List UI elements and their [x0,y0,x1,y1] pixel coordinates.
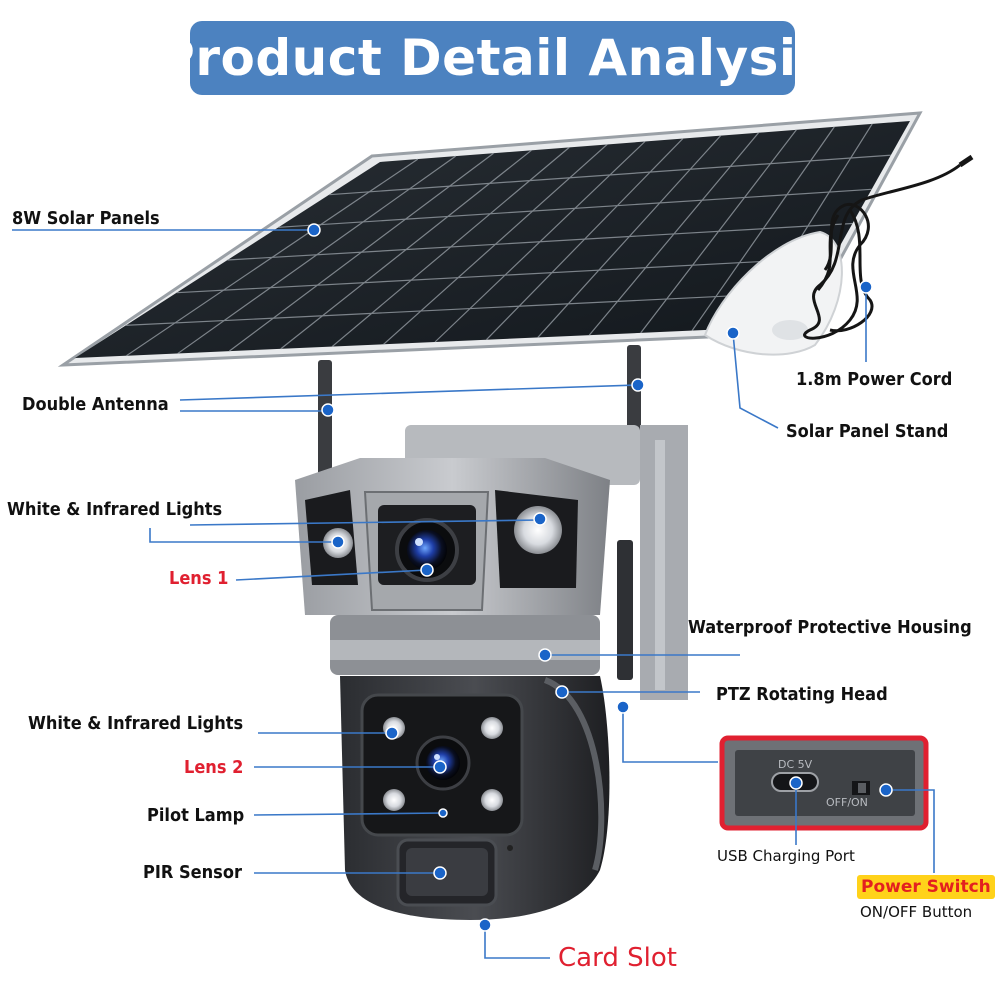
label-onoff-button: ON/OFF Button [860,903,973,921]
label-power-cord: 1.8m Power Cord [796,369,953,390]
label-power-switch: Power Switch [857,875,995,899]
label-lens-1: Lens 1 [169,568,229,589]
label-card-slot: Card Slot [558,943,677,973]
label-usb-port: USB Charging Port [717,847,855,865]
page-title: Product Detail Analysis [158,29,827,87]
label-white-ir-lights-top: White & Infrared Lights [7,499,223,520]
port-inset: DC 5V OFF/ON [719,735,929,831]
solar-panel [57,111,923,367]
port-dc-text: DC 5V [778,758,813,771]
lower-ptz-head [340,676,610,920]
label-pir-sensor: PIR Sensor [143,862,242,883]
label-panel-stand: Solar Panel Stand [786,421,949,442]
label-white-ir-lights-bottom: White & Infrared Lights [28,713,244,734]
leader-dots [307,223,893,932]
label-housing: Waterproof Protective Housing [688,617,972,638]
power-cord [803,154,974,340]
panel-stand [703,230,843,356]
label-double-antenna: Double Antenna [22,394,169,415]
title-banner: Product Detail Analysis [158,21,826,95]
label-pilot-lamp: Pilot Lamp [147,805,245,826]
label-ptz-head: PTZ Rotating Head [716,684,888,705]
port-offon-text: OFF/ON [826,796,868,809]
upper-camera-head [295,458,610,675]
leader-lines [12,229,935,959]
label-lens-2: Lens 2 [184,757,244,778]
label-solar-panels: 8W Solar Panels [12,208,160,229]
